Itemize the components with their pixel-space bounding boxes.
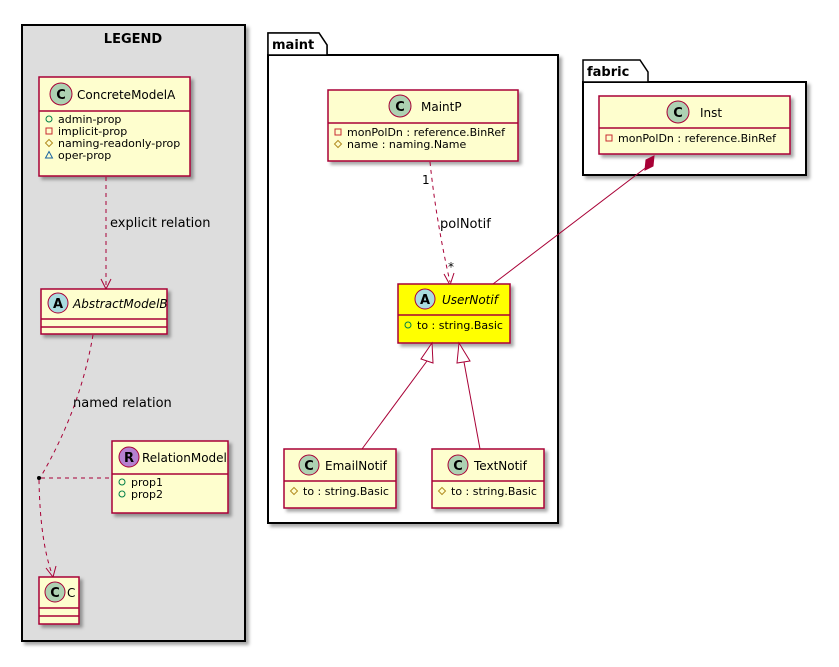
class-box: [111, 440, 229, 514]
svg-text:C: C: [453, 459, 463, 474]
class-name: Inst: [700, 106, 722, 120]
class-box: [327, 89, 519, 162]
attribute: naming-readonly-prop: [58, 137, 180, 150]
svg-text:C: C: [673, 106, 683, 121]
composition-diamond: [644, 155, 655, 171]
visibility-protected-icon: [333, 139, 343, 149]
abstract-stereotype-icon: [47, 292, 69, 314]
abstract-stereotype-icon: [414, 288, 436, 310]
class-name: C: [67, 586, 75, 600]
edge-polnotif: 1 polNotif *: [422, 161, 491, 287]
class-stereotype-icon: [666, 100, 690, 124]
class-name: ConcreteModelA: [77, 88, 176, 102]
edge-inst-usernotif-composition: [492, 155, 655, 285]
class-maintp[interactable]: C MaintP monPolDn : reference.BinRef nam…: [327, 89, 519, 162]
edge-textnotif-generalization: [456, 341, 481, 450]
class-textnotif[interactable]: C TextNotif to : string.Basic: [431, 448, 545, 509]
class-box: [598, 95, 791, 155]
visibility-private-icon: [605, 134, 613, 142]
class-stereotype-icon: [388, 94, 412, 118]
class-stereotype-icon: [44, 581, 66, 603]
class-name: TextNotif: [473, 459, 528, 473]
svg-text:R: R: [124, 451, 134, 466]
visibility-protected-icon: [289, 486, 299, 496]
class-name: AbstractModelB: [72, 297, 168, 311]
package-maint: maint C MaintP monPolDn : reference.BinR…: [267, 32, 559, 524]
class-stereotype-icon: [298, 454, 320, 476]
attribute: oper-prop: [58, 149, 111, 162]
inheritance-arrowhead: [456, 341, 471, 364]
svg-text:C: C: [50, 586, 60, 601]
class-concrete-model-a[interactable]: C ConcreteModelA admin-prop implicit-pro…: [38, 76, 191, 177]
class-stereotype-icon: [447, 454, 469, 476]
svg-text:C: C: [304, 459, 314, 474]
visibility-private-icon: [334, 128, 342, 136]
legend-title: LEGEND: [104, 32, 163, 47]
visibility-public-icon: [404, 321, 412, 329]
class-c[interactable]: C C: [38, 576, 80, 625]
attribute: prop1: [131, 476, 163, 489]
class-name: UserNotif: [442, 293, 500, 307]
edge-label: explicit relation: [110, 216, 210, 231]
source-multiplicity: 1: [422, 173, 430, 187]
svg-text:A: A: [420, 293, 430, 308]
relation-stereotype-icon: [118, 446, 140, 468]
legend-package: LEGEND C ConcreteModelA admin-prop impli…: [21, 24, 246, 642]
attribute: monPolDn : reference.BinRef: [347, 126, 506, 139]
class-box: [431, 448, 545, 509]
attribute: monPolDn : reference.BinRef: [618, 132, 777, 145]
attribute: prop2: [131, 488, 163, 501]
class-name: MaintP: [421, 100, 462, 114]
class-abstract-model-b[interactable]: A AbstractModelB: [40, 288, 168, 335]
package-tab: [267, 32, 328, 56]
class-usernotif[interactable]: A UserNotif to : string.Basic: [397, 283, 511, 344]
package-title: fabric: [587, 65, 629, 80]
visibility-private-icon: [45, 127, 53, 135]
visibility-protected-icon: [437, 486, 447, 496]
svg-text:A: A: [53, 297, 63, 312]
class-name: EmailNotif: [325, 459, 388, 473]
visibility-public-icon: [118, 490, 126, 498]
class-relation-model[interactable]: R RelationModel prop1 prop2: [111, 440, 229, 514]
attribute: name : naming.Name: [347, 138, 467, 151]
inheritance-arrowhead: [420, 341, 434, 364]
class-stereotype-icon: [49, 82, 73, 106]
class-stereotype-letter: C: [56, 88, 66, 103]
class-inst[interactable]: C Inst monPolDn : reference.BinRef: [598, 95, 791, 155]
class-box: [397, 283, 511, 344]
visibility-public-icon: [45, 115, 53, 123]
attribute: to : string.Basic: [451, 485, 537, 498]
visibility-public-icon: [118, 478, 126, 486]
edge-label: named relation: [73, 396, 172, 411]
attribute: to : string.Basic: [417, 319, 503, 332]
package-title: maint: [272, 38, 314, 53]
visibility-protected-icon: [44, 138, 54, 148]
class-name: RelationModel: [142, 451, 227, 465]
association-point: [37, 476, 41, 480]
edge-label: polNotif: [440, 217, 491, 232]
package-tab: [582, 59, 649, 83]
package-fabric: fabric C Inst monPolDn : reference.BinRe…: [582, 59, 807, 176]
svg-text:C: C: [395, 100, 405, 115]
target-multiplicity: *: [448, 260, 454, 274]
edge-emailnotif-generalization: [361, 341, 434, 450]
class-box: [283, 448, 397, 509]
attribute: admin-prop: [58, 113, 121, 126]
class-emailnotif[interactable]: C EmailNotif to : string.Basic: [283, 448, 397, 509]
visibility-package-icon: [44, 150, 54, 159]
attribute: implicit-prop: [58, 125, 127, 138]
attribute: to : string.Basic: [303, 485, 389, 498]
